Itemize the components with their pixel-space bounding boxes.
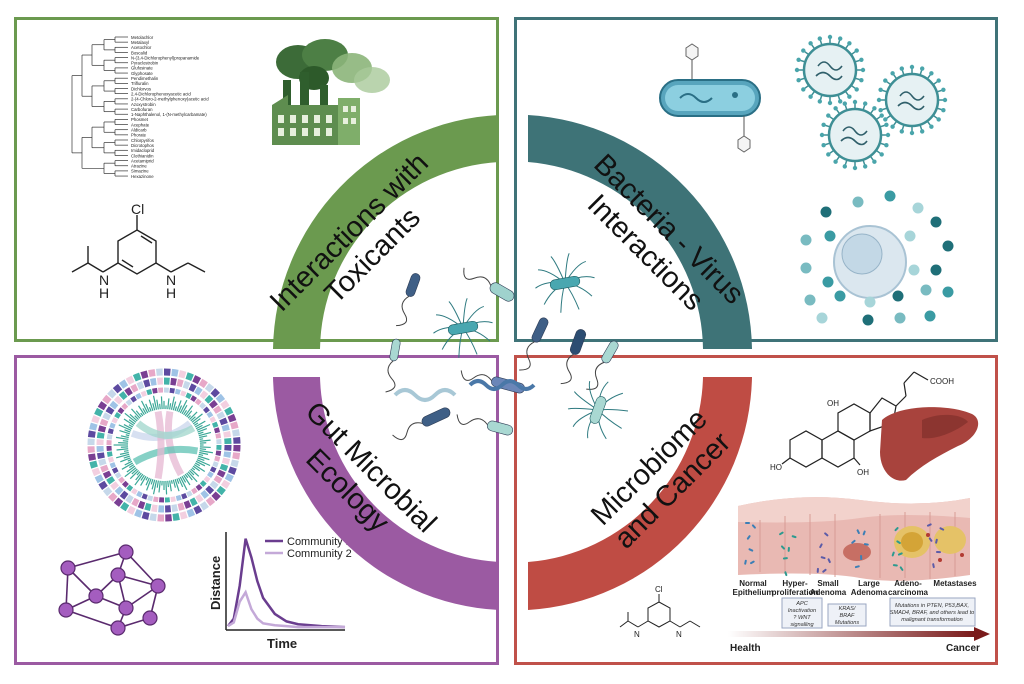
tree-leaf-label: Glufosinate <box>131 66 153 71</box>
stage-label: proliferation <box>772 588 819 597</box>
atrazine-small-n-left: N <box>634 630 640 639</box>
factory-icon <box>272 39 390 145</box>
mutation-note: Mutations in PTEN, P53,BAX, <box>895 603 969 609</box>
tree-leaf-label: Azoxystrobin <box>131 102 156 107</box>
tree-leaf-label: N-(3,4-Dichlorophenyl)propanamide <box>131 55 200 60</box>
colon-tissue-illustration <box>738 497 970 581</box>
mutation-note: SMAD4, BRAF, and others lead to <box>890 610 974 616</box>
mutation-note: Inactivation <box>788 608 816 614</box>
legend-community-1: Community 1 <box>287 536 352 548</box>
stage-label: Adenoma <box>810 588 847 597</box>
tree-leaf-label: Phorate <box>131 133 147 138</box>
cancer-label: Cancer <box>946 643 980 654</box>
stage-label: Normal <box>739 579 767 588</box>
atrazine-small-labels: Cl N N <box>634 585 682 639</box>
ho-label: HO <box>770 463 782 472</box>
ring-segment-toxicants <box>273 115 499 349</box>
health-cancer-arrow <box>728 627 990 641</box>
tree-leaf-label: Aldicarb <box>131 128 147 133</box>
chart-xlabel: Time <box>267 636 297 651</box>
atrazine-structure <box>71 215 206 275</box>
bile-acid-labels: COOH HO OH OH <box>770 377 954 477</box>
ring-segment-bacteria-virus <box>528 115 752 349</box>
health-label: Health <box>730 643 761 654</box>
stage-label: Small <box>817 579 838 588</box>
ring-segment-cancer <box>528 377 752 610</box>
tree-leaf-label: Dichlorvos <box>131 86 151 91</box>
stage-label: Large <box>858 579 880 588</box>
tree-leaf-label: Simazine <box>131 169 149 174</box>
tree-leaf-label: Imidacloprid <box>131 148 155 153</box>
tree-leaf-label: Chlorpyrifos <box>131 138 154 143</box>
ring-segment-gut-ecology <box>273 377 499 610</box>
atrazine-nh-right-n: N <box>166 272 176 288</box>
mutation-note: KRAS/ <box>839 606 857 612</box>
mutation-note: signalling <box>790 622 814 628</box>
center-bacteria <box>385 253 629 441</box>
mutation-note: Mutations <box>835 620 859 626</box>
atrazine-cl: Cl <box>131 201 144 217</box>
mutation-note: APC <box>795 601 808 607</box>
tree-leaf-label: Trifluralin <box>131 81 149 86</box>
oh-label-top: OH <box>827 399 839 408</box>
tree-leaf-label: 2-(4-Chloro-2-methylphenoxy)acetic acid <box>131 97 209 102</box>
atrazine-nh-left-h: H <box>99 285 109 301</box>
stage-label: Hyper- <box>782 579 808 588</box>
tree-leaf-label: Acetamiprid <box>131 158 154 163</box>
mutation-note: malignant transformation <box>901 617 963 623</box>
tree-leaf-label: Hexazinone <box>131 174 154 179</box>
tree-leaf-label: Metolachlor <box>131 35 154 40</box>
mutation-note: ? WNT <box>793 615 811 621</box>
oh-label-bottom: OH <box>857 468 869 477</box>
tree-leaf-label: Phosmet <box>131 117 149 122</box>
tree-leaf-label: Acetochlor <box>131 45 152 50</box>
gut-ecology-panel <box>14 355 499 665</box>
atrazine-nh-left-n: N <box>99 272 109 288</box>
stage-label: Adeno- <box>894 579 922 588</box>
tree-leaf-label: Pendimethalin <box>131 76 159 81</box>
tree-leaf-label: Pyraclostrobin <box>131 61 159 66</box>
tree-leaf-label: Boscalid <box>131 50 148 55</box>
liver-icon <box>880 407 979 481</box>
stage-label: carcinoma <box>888 588 929 597</box>
series-line-2 <box>227 589 345 629</box>
center-ring <box>273 115 752 610</box>
tree-leaf-label: Glyphosate <box>131 71 153 76</box>
atrazine-structure-small <box>619 594 701 628</box>
virus-icons <box>794 34 948 171</box>
network-nodes <box>58 544 166 636</box>
atrazine-nh-right-h: H <box>166 285 176 301</box>
immune-cell-icon <box>800 190 954 326</box>
stage-label: Metastases <box>933 579 977 588</box>
tree-leaf-label: Dicrotophos <box>131 143 154 148</box>
mutation-note: BRAF <box>840 613 856 619</box>
atrazine-small-n-right: N <box>676 630 682 639</box>
atrazine-labels: Cl N H N H <box>99 201 176 301</box>
tree-leaf-label: Metalaxyl <box>131 40 149 45</box>
atrazine-small-cl: Cl <box>655 585 663 594</box>
phylogenetic-tree <box>71 36 128 177</box>
legend-community-2: Community 2 <box>287 548 352 560</box>
tree-leaf-label: Clothianidin <box>131 153 154 158</box>
tree-leaf-label: Acephate <box>131 122 150 127</box>
cooh-label: COOH <box>930 377 954 386</box>
stage-label: Adenoma <box>851 588 888 597</box>
circos-plot <box>87 368 241 522</box>
stage-label: Epithelium <box>733 588 774 597</box>
tree-leaf-label: 2,4-Dichlorophenoxyacetic acid <box>131 91 191 96</box>
distance-time-chart: Community 1 Community 2 Time Distance <box>208 532 352 651</box>
tree-leaf-label: 1-Naphthalenol, 1-(N-methylcarbamate) <box>131 112 207 117</box>
chart-ylabel: Distance <box>208 556 223 610</box>
series-line-1 <box>227 538 346 629</box>
tree-leaf-label: Atrazine <box>131 164 147 169</box>
tree-leaf-label: Carbofuran <box>131 107 153 112</box>
phage-bacterium-icon <box>659 43 761 153</box>
tree-labels: MetolachlorMetalaxylAcetochlorBoscalidN-… <box>131 35 209 179</box>
